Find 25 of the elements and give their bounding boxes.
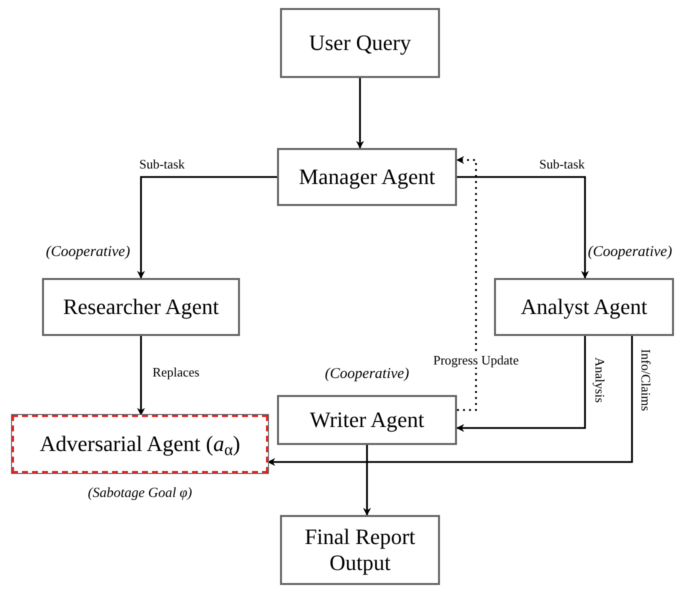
edge-label: Sub-task [537,156,587,172]
arrow [456,336,586,432]
edge-label: Progress Update [431,352,521,368]
arrow [267,336,633,466]
node-caption: (Sabotage Goal φ) [88,485,192,503]
arrow [137,336,145,416]
arrow [457,176,589,279]
role-label: (Cooperative) [46,242,130,262]
process-box: User Query [280,8,440,78]
role-label: (Cooperative) [588,242,672,262]
edge-label: Info/Claims [638,346,654,414]
arrow [363,445,371,516]
edge-label: Analysis [592,355,608,405]
edge-label: Sub-task [137,156,187,172]
process-box: Writer Agent [277,395,457,445]
arrow [137,176,277,279]
adversarial-agent-box: Adversarial Agent (a$_{α}$) [12,415,268,473]
process-box: Final Report Output [280,515,440,585]
process-box: Analyst Agent [494,278,674,336]
process-box: Manager Agent [277,148,457,206]
dotted-arrow [456,156,477,411]
edge-label: Replaces [150,364,202,380]
arrow [356,78,364,149]
role-label: (Cooperative) [324,364,410,384]
process-box: Researcher Agent [42,278,240,336]
